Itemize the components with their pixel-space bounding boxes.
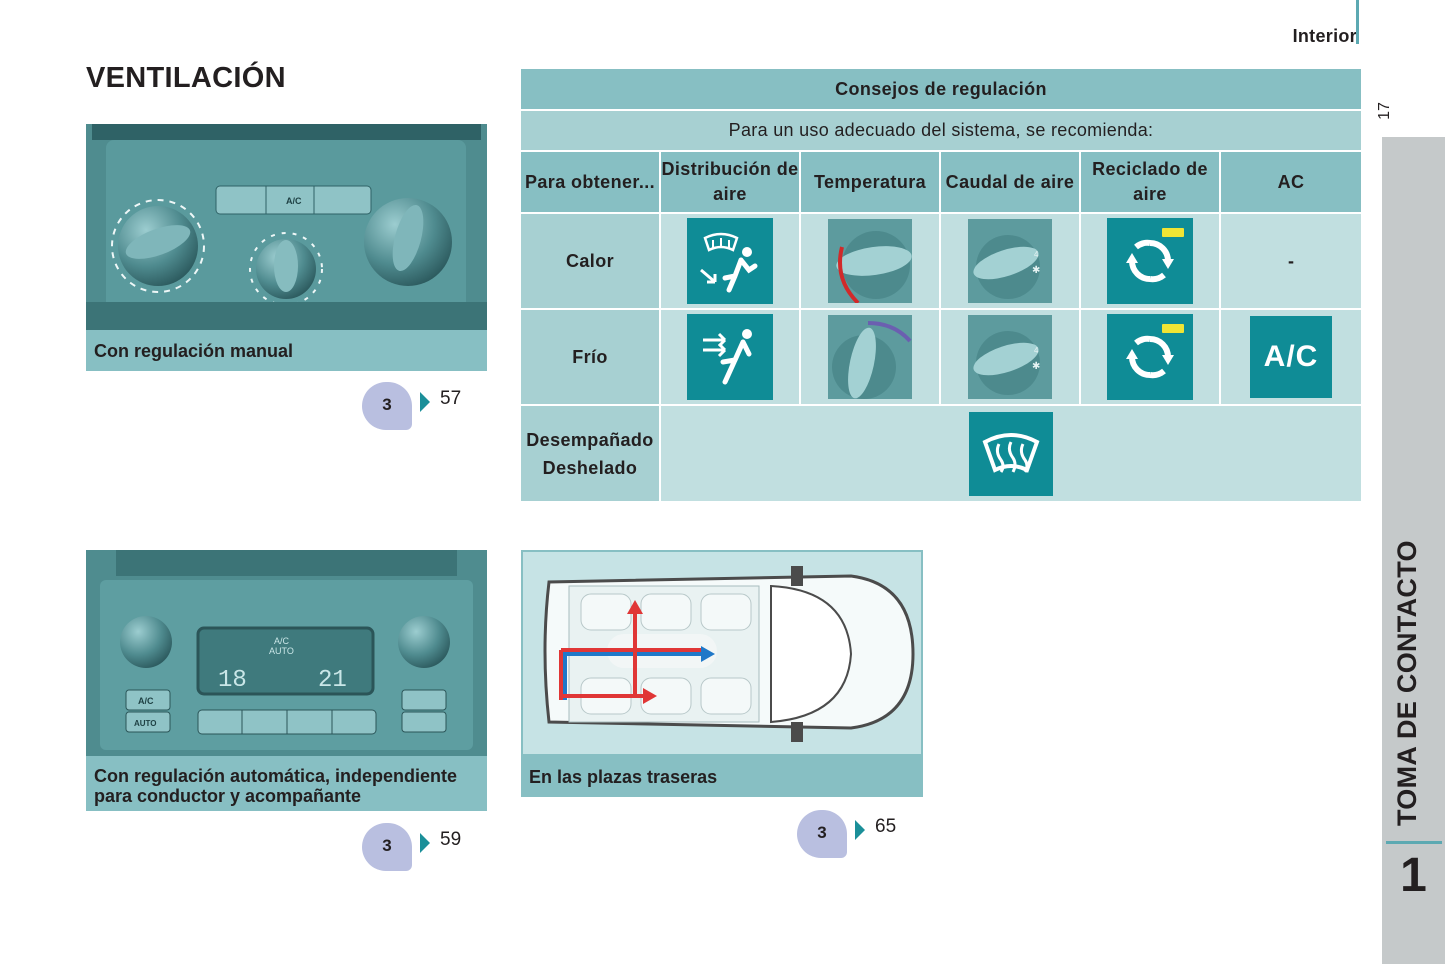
heat-recirculation-cell (1081, 214, 1219, 308)
rear-seats-caption: En las plazas traseras (529, 767, 718, 787)
auto-control-caption: Con regulación automática, independiente… (94, 766, 457, 806)
column-header-recirculation: Reciclado de aire (1081, 152, 1219, 212)
auto-control-card: 18 21 A/C AUTO A/C AUTO Con regulación a… (86, 550, 487, 811)
airflow-knob-icon: 4 ✱ (968, 315, 1052, 399)
row-label-demist: Desempañado Deshelado (521, 406, 659, 501)
display-ac-label: A/C (274, 636, 290, 646)
chapter-badge: 3 (797, 810, 847, 858)
svg-text:4: 4 (1034, 250, 1039, 259)
front-demist-icon (969, 411, 1053, 496)
cold-recirculation-cell (1081, 310, 1219, 404)
column-header-ac: AC (1221, 152, 1361, 212)
temperature-knob-cold-icon (828, 315, 912, 399)
svg-text:✱: ✱ (1032, 361, 1040, 372)
advice-table-title: Consejos de regulación (521, 69, 1361, 109)
svg-text:✱: ✱ (1032, 265, 1040, 276)
display-left-temp: 18 (218, 667, 247, 694)
manual-control-card: A/C Con regulación manual (86, 124, 487, 371)
airflow-knob-icon: 4 ✱ (968, 219, 1052, 303)
chapter-badge: 3 (362, 382, 412, 430)
cold-temperature-cell (801, 310, 939, 404)
manual-page-reference[interactable]: 3 57 (362, 382, 472, 430)
recirculation-icon (1107, 314, 1193, 400)
column-header-air-distribution: Distribución de aire (661, 152, 799, 212)
temperature-knob-hot-icon (828, 219, 912, 303)
rear-seats-diagram (521, 550, 923, 756)
svg-text:4: 4 (1034, 346, 1039, 355)
advice-table-subtitle: Para un uso adecuado del sistema, se rec… (521, 111, 1361, 150)
auto-control-photo: 18 21 A/C AUTO A/C AUTO (86, 550, 487, 756)
reference-page-number: 57 (440, 388, 462, 409)
manual-ac-button-label: A/C (286, 196, 302, 206)
page-section-title: Interior (1292, 26, 1357, 46)
page-number: 17 (1376, 102, 1393, 120)
demist-label: Desempañado (526, 429, 654, 450)
demist-value-cell (661, 406, 1361, 501)
ac-icon: A/C (1250, 316, 1332, 398)
arrow-right-icon (420, 392, 430, 412)
heat-ac-value: - (1221, 214, 1361, 308)
arrow-right-icon (855, 820, 865, 840)
cold-air-distribution-cell (661, 310, 799, 404)
air-distribution-face-icon (687, 314, 773, 400)
reference-page-number: 59 (440, 829, 462, 850)
page-title: VENTILACIÓN (86, 62, 286, 94)
column-header-goal: Para obtener... (521, 152, 659, 212)
row-label-heat: Calor (521, 214, 659, 308)
auto-page-reference[interactable]: 3 59 (362, 823, 472, 871)
auto-caption-line-1: Con regulación automática, independiente (94, 766, 458, 786)
heat-temperature-cell (801, 214, 939, 308)
chapter-badge: 3 (362, 823, 412, 871)
auto-caption-line-2: para conductor y acompañante (94, 786, 362, 806)
rear-seats-card: En las plazas traseras (521, 550, 923, 797)
column-header-temperature: Temperatura (801, 152, 939, 212)
air-distribution-feet-windscreen-icon (687, 218, 773, 304)
cold-air-flow-cell: 4 ✱ (941, 310, 1079, 404)
recirculation-icon (1107, 218, 1193, 304)
section-bar (1356, 0, 1359, 44)
chapter-rule (1386, 841, 1442, 844)
auto-ac-button-label: A/C (138, 696, 154, 706)
chapter-number: 1 (1400, 849, 1427, 902)
heat-air-flow-cell: 4 ✱ (941, 214, 1079, 308)
chapter-tab (1382, 137, 1445, 964)
arrow-right-icon (420, 833, 430, 853)
rear-page-reference[interactable]: 3 65 (797, 810, 907, 858)
row-label-cold: Frío (521, 310, 659, 404)
column-header-air-flow: Caudal de aire (941, 152, 1079, 212)
auto-auto-button-label: AUTO (134, 719, 157, 728)
manual-control-photo: A/C (86, 124, 487, 330)
indicator-light-icon (1162, 228, 1184, 237)
manual-control-caption: Con regulación manual (94, 341, 294, 361)
defrost-label: Deshelado (542, 457, 638, 478)
chapter-title: TOMA DE CONTACTO (1392, 540, 1422, 826)
display-right-temp: 21 (318, 667, 347, 694)
indicator-light-icon (1162, 324, 1184, 333)
heat-air-distribution-cell (661, 214, 799, 308)
reference-page-number: 65 (875, 816, 897, 837)
display-auto-label: AUTO (269, 646, 294, 656)
cold-ac-cell: A/C (1221, 310, 1361, 404)
advice-table: Consejos de regulación Para un uso adecu… (521, 69, 1361, 501)
